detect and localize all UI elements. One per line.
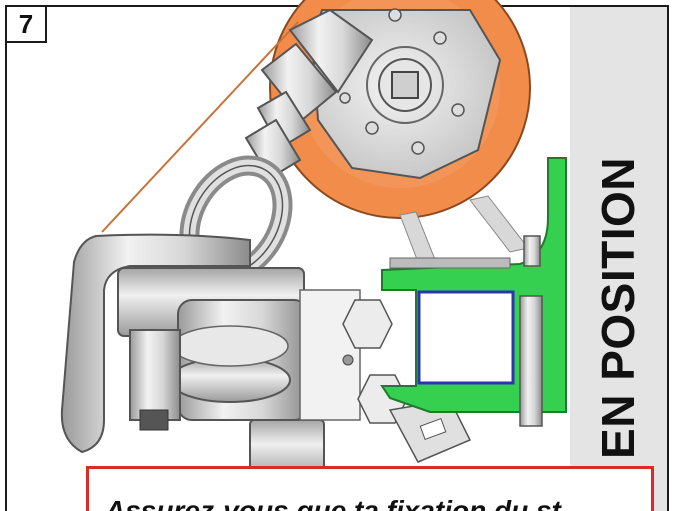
side-panel xyxy=(570,7,667,511)
target-block xyxy=(417,290,515,385)
cable-line xyxy=(101,21,299,233)
clamp-body xyxy=(117,267,472,481)
handle xyxy=(60,233,251,454)
caption-box: Assurez-vous que ta fixation du st xyxy=(86,466,654,511)
caption-text: Assurez-vous que ta fixation du st xyxy=(105,495,561,511)
arm xyxy=(244,8,374,180)
step-number: 7 xyxy=(5,5,47,43)
